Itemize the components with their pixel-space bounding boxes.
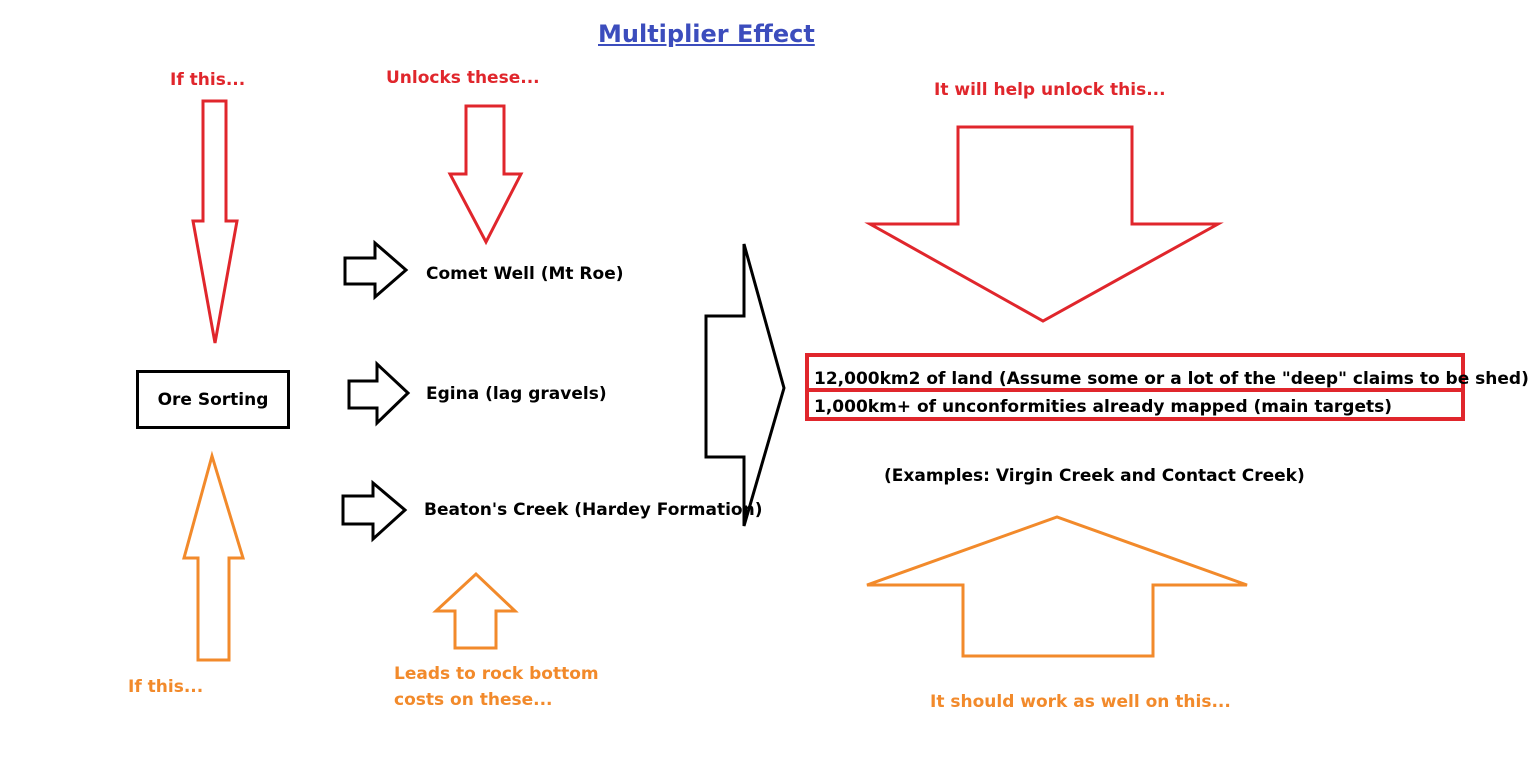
right-top-label: It will help unlock this... — [934, 80, 1166, 100]
land-area-box: 12,000km2 of land (Assume some or a lot … — [805, 353, 1529, 392]
project-item-egina: Egina (lag gravels) — [426, 384, 607, 404]
big-red-down-arrow — [864, 125, 1224, 323]
black-right-arrow-3 — [341, 479, 408, 543]
diagram-canvas — [182, 99, 1248, 662]
red-down-arrow-left — [191, 99, 239, 344]
orange-up-arrow-middle — [432, 571, 519, 650]
project-item-comet-well: Comet Well (Mt Roe) — [426, 264, 624, 284]
unconformities-box: 1,000km+ of unconformities already mappe… — [805, 388, 1465, 421]
land-area-text: 12,000km2 of land (Assume some or a lot … — [814, 369, 1529, 389]
project-item-beatons-creek: Beaton's Creek (Hardey Formation) — [424, 500, 763, 520]
ore-sorting-box: Ore Sorting — [136, 370, 290, 429]
middle-top-label: Unlocks these... — [386, 68, 540, 88]
examples-label: (Examples: Virgin Creek and Contact Cree… — [884, 466, 1305, 486]
diagram-title: Multiplier Effect — [598, 20, 815, 48]
ore-sorting-label: Ore Sorting — [157, 389, 269, 410]
big-orange-up-arrow — [866, 515, 1248, 658]
middle-bottom-label-line1: Leads to rock bottom — [394, 664, 599, 684]
middle-bottom-label-line2: costs on these... — [394, 690, 553, 710]
black-right-arrow-1 — [343, 239, 409, 301]
orange-up-arrow-left — [182, 450, 246, 662]
left-bottom-label: If this... — [128, 677, 204, 697]
red-down-arrow-middle — [447, 104, 524, 246]
big-black-right-arrow — [704, 243, 786, 527]
unconformities-text: 1,000km+ of unconformities already mappe… — [814, 397, 1393, 417]
left-top-label: If this... — [170, 70, 246, 90]
right-bottom-label: It should work as well on this... — [930, 692, 1231, 712]
black-right-arrow-2 — [347, 360, 411, 427]
